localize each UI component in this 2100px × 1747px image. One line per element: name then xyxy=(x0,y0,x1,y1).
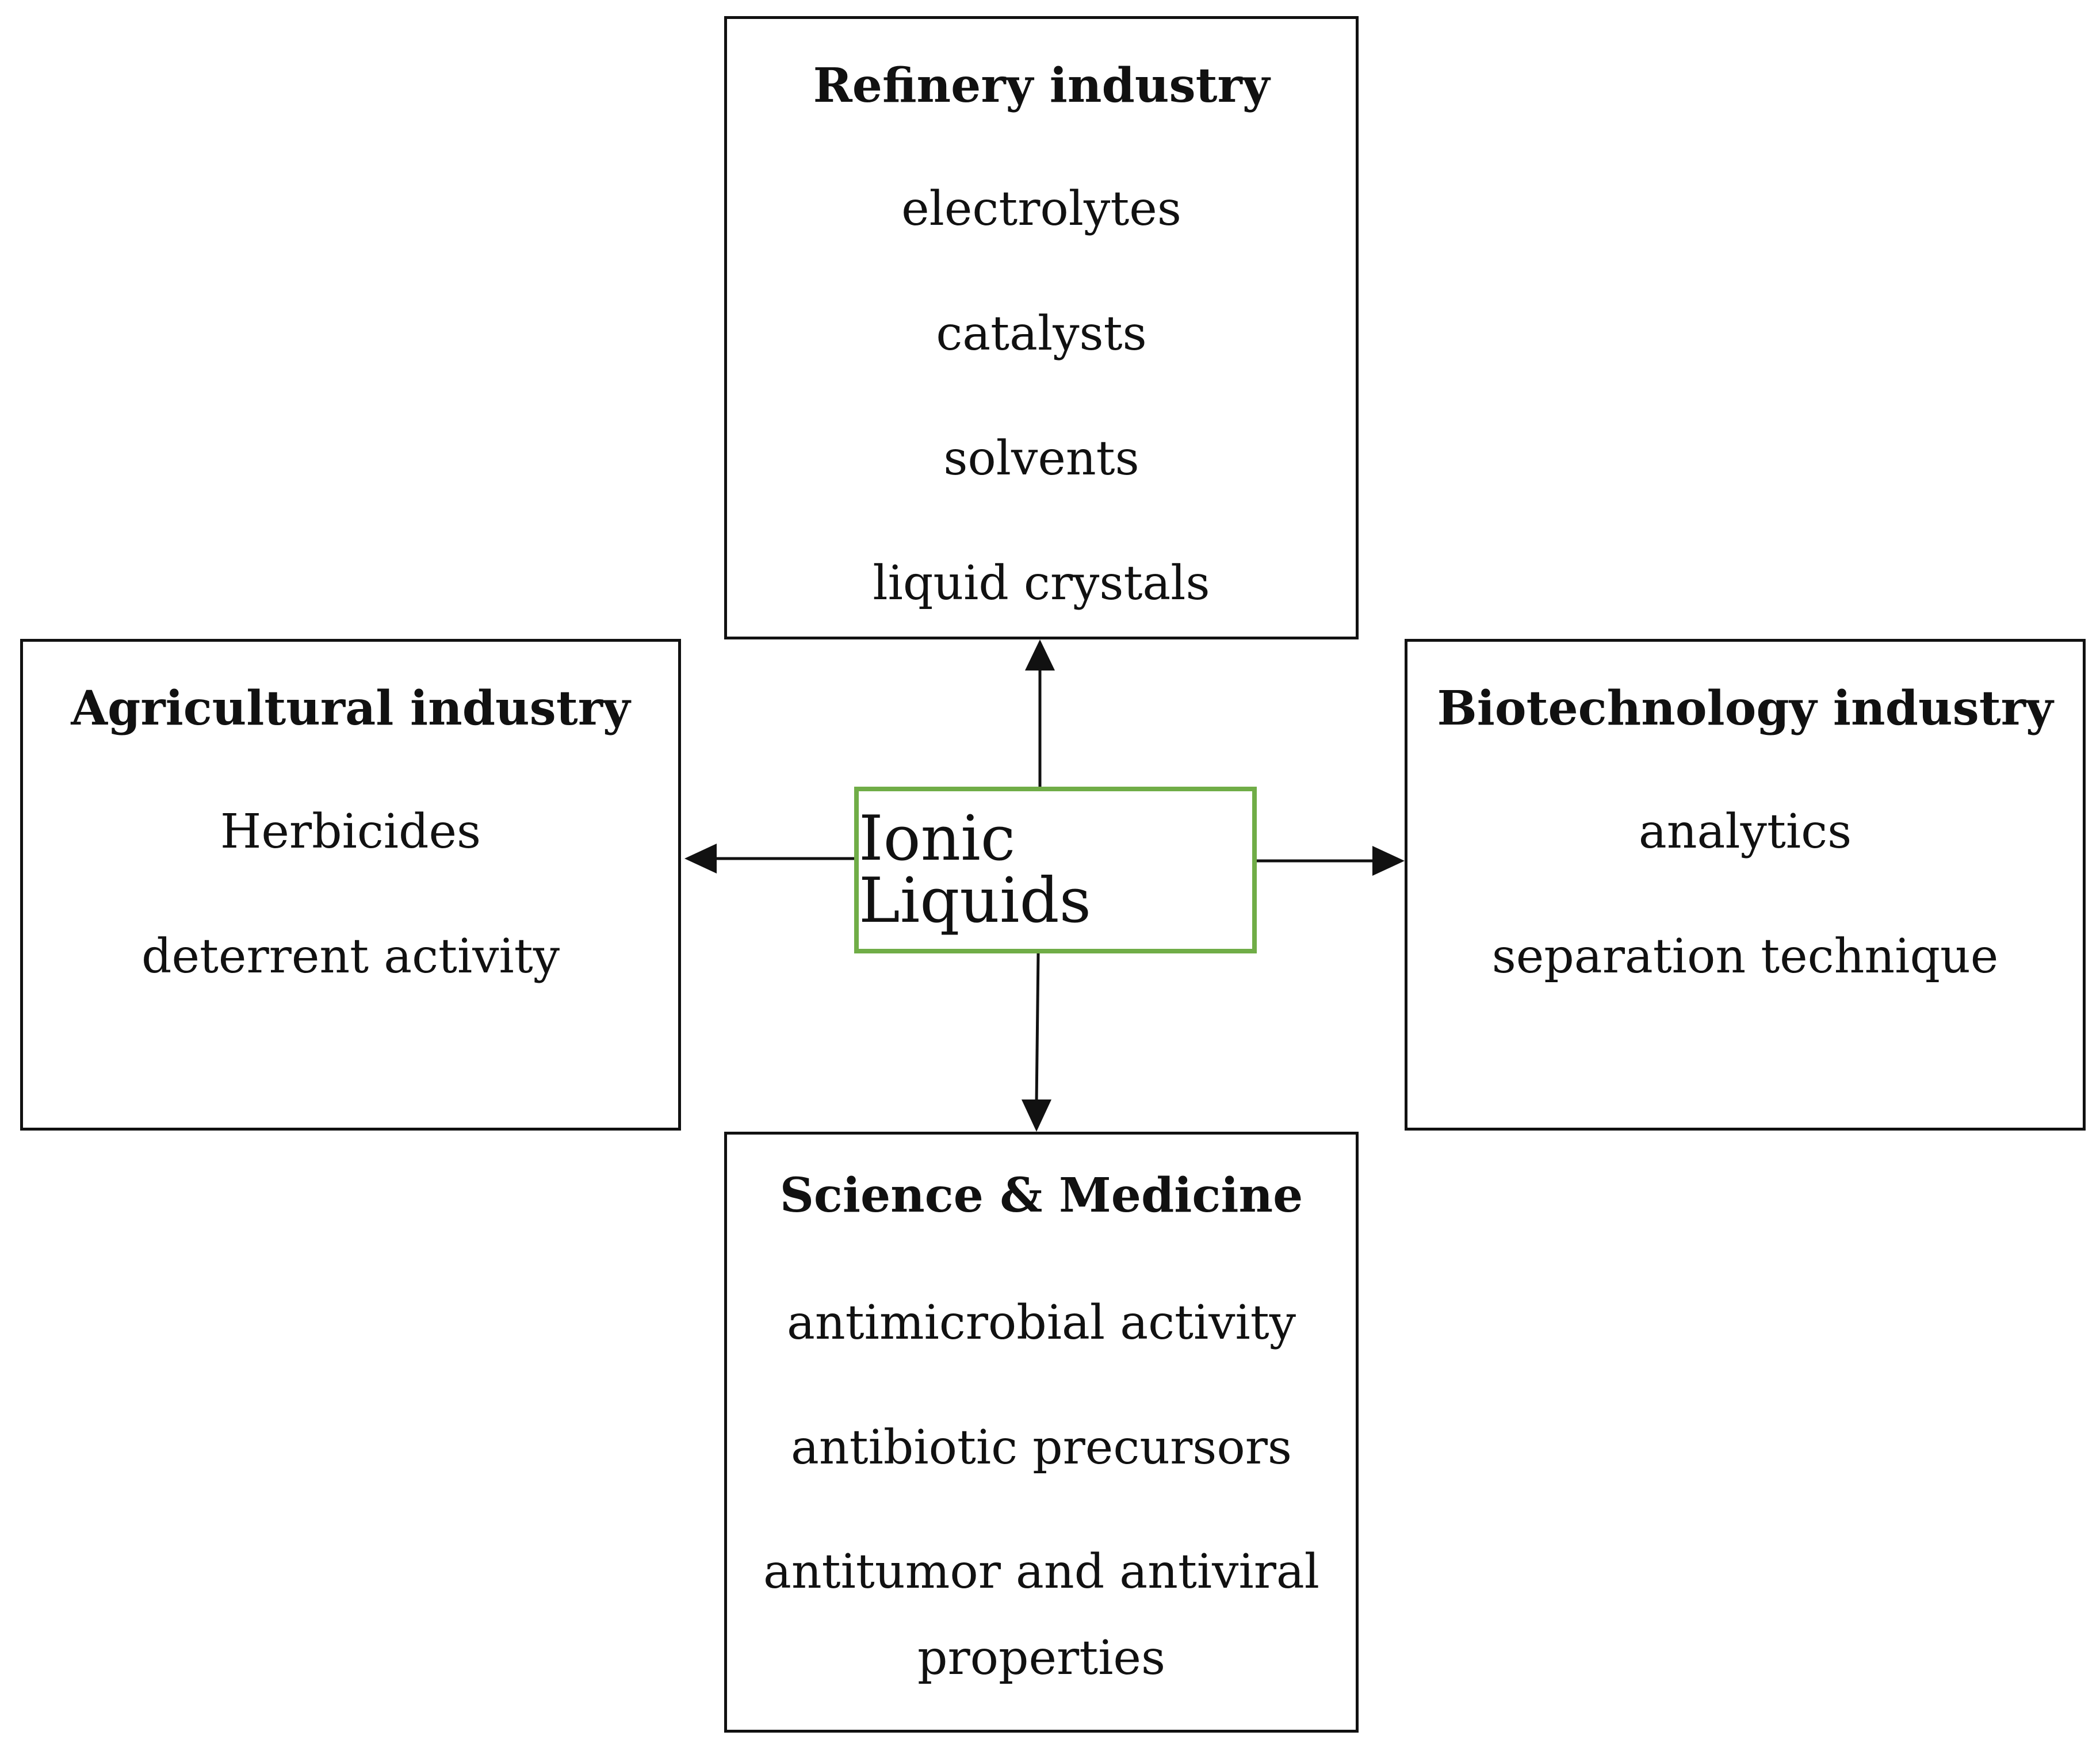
science-item: antibiotic precursors xyxy=(790,1420,1292,1475)
arrow-up-head xyxy=(1025,639,1055,671)
biotechnology-item: separation technique xyxy=(1491,929,1999,984)
biotechnology-industry-box: Biotechnology industry analytics separat… xyxy=(1405,639,2086,1131)
science-item: antimicrobial activity xyxy=(786,1296,1296,1350)
agricultural-item: Herbicides xyxy=(220,804,481,859)
arrow-down-head xyxy=(1022,1099,1051,1132)
refinery-item: electrolytes xyxy=(901,182,1181,236)
biotechnology-industry-title: Biotechnology industry xyxy=(1437,681,2053,736)
arrow-down-line xyxy=(1035,953,1040,1104)
biotechnology-item: analytics xyxy=(1638,804,1852,859)
arrow-left-head xyxy=(684,844,717,874)
arrow-right-head xyxy=(1372,846,1405,876)
agricultural-industry-title: Agricultural industry xyxy=(71,681,630,736)
ionic-liquids-label: Ionic Liquids xyxy=(859,803,1092,937)
science-medicine-title: Science & Medicine xyxy=(779,1168,1303,1223)
refinery-item: liquid crystals xyxy=(873,556,1210,611)
refinery-industry-title: Refinery industry xyxy=(813,58,1270,113)
refinery-item: catalysts xyxy=(936,307,1147,361)
refinery-industry-box: Refinery industry electrolytes catalysts… xyxy=(724,16,1359,639)
refinery-item: solvents xyxy=(943,431,1139,486)
science-medicine-box: Science & Medicine antimicrobial activit… xyxy=(724,1132,1359,1733)
ionic-liquids-center-box: Ionic Liquids xyxy=(854,787,1257,953)
agricultural-item: deterrent activity xyxy=(141,929,560,984)
science-item: antitumor and antiviral properties xyxy=(763,1545,1320,1685)
agricultural-industry-box: Agricultural industry Herbicides deterre… xyxy=(20,639,681,1131)
